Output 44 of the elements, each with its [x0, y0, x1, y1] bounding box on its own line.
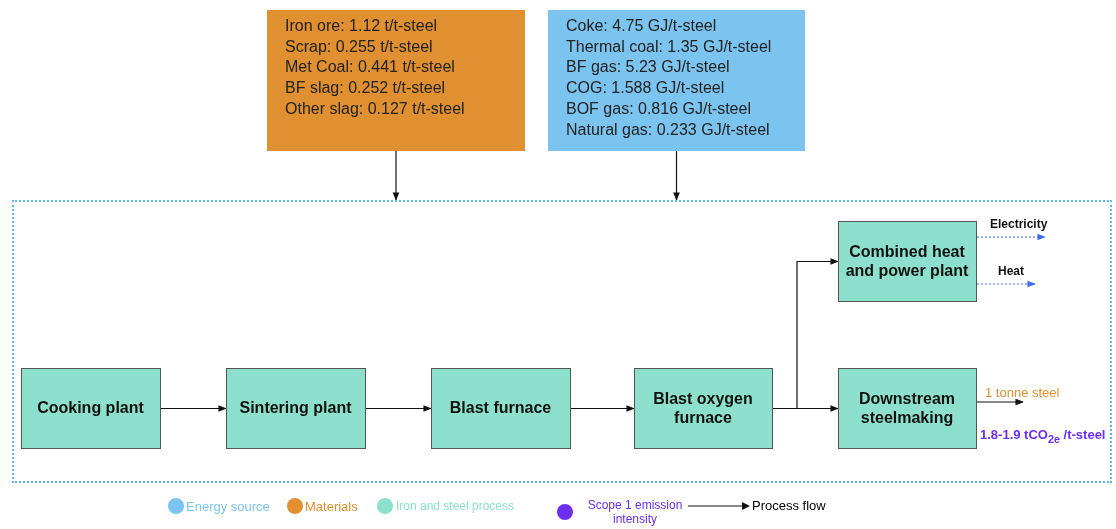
list-item: Natural gas: 0.233 GJ/t-steel: [566, 119, 771, 140]
legend-label: Energy source: [186, 498, 270, 514]
list-item: BOF gas: 0.816 GJ/t-steel: [566, 98, 752, 119]
process-label: Combined heat and power plant: [844, 241, 970, 281]
legend-label: Iron and steel process: [395, 499, 515, 513]
arrow: [365, 405, 432, 412]
arrow: [392, 150, 400, 201]
arrow: [976, 233, 1046, 241]
edge-label: Electricity: [990, 217, 1048, 231]
edge-label: Heat: [998, 264, 1024, 278]
list-item: Scrap: 0.255 t/t-steel: [285, 36, 434, 57]
process-box: [837, 220, 977, 302]
list-item: Coke: 4.75 GJ/t-steel: [566, 16, 718, 36]
arrow: [570, 405, 635, 412]
edge-label: 1 tonne steel: [985, 385, 1060, 400]
info-box: [548, 10, 805, 151]
emission-label: 1.8-1.9 tCO$_{2e}$ /t-steel: [980, 427, 1106, 445]
list-item: BF gas: 5.23 GJ/t-steel: [566, 57, 731, 78]
arrow: [160, 405, 227, 412]
process-label: Blast furnace: [449, 398, 552, 418]
list-item: Iron ore: 1.12 t/t-steel: [285, 16, 439, 36]
process-label: Blast oxygen furnace: [652, 388, 754, 428]
process-label: Cooking plant: [37, 398, 144, 418]
arrow: [673, 150, 680, 201]
process-box: [633, 367, 773, 449]
legend-label: Materials: [305, 498, 358, 514]
list-item: BF slag: 0.252 t/t-steel: [285, 78, 447, 99]
process-label: Downstream steelmaking: [858, 388, 956, 428]
dotted-boundary-box: [12, 200, 1112, 483]
legend-label: Scope 1 emission intensity: [586, 498, 684, 526]
list-item: Thermal coal: 1.35 GJ/t-steel: [566, 36, 773, 57]
list-item: Met Coal: 0.441 t/t-steel: [285, 57, 456, 78]
arrow: [976, 398, 1024, 406]
info-box: [267, 10, 525, 151]
list-item: Other slag: 0.127 t/t-steel: [285, 98, 466, 119]
arrow: [976, 280, 1036, 288]
process-box: [430, 367, 571, 449]
arrow: [772, 405, 839, 412]
process-box: [225, 367, 366, 449]
process-box: [837, 367, 977, 449]
process-box: [20, 367, 161, 449]
process-label: Sintering plant: [239, 398, 352, 418]
legend-label: Process flow: [752, 498, 826, 513]
list-item: COG: 1.588 GJ/t-steel: [566, 78, 726, 99]
